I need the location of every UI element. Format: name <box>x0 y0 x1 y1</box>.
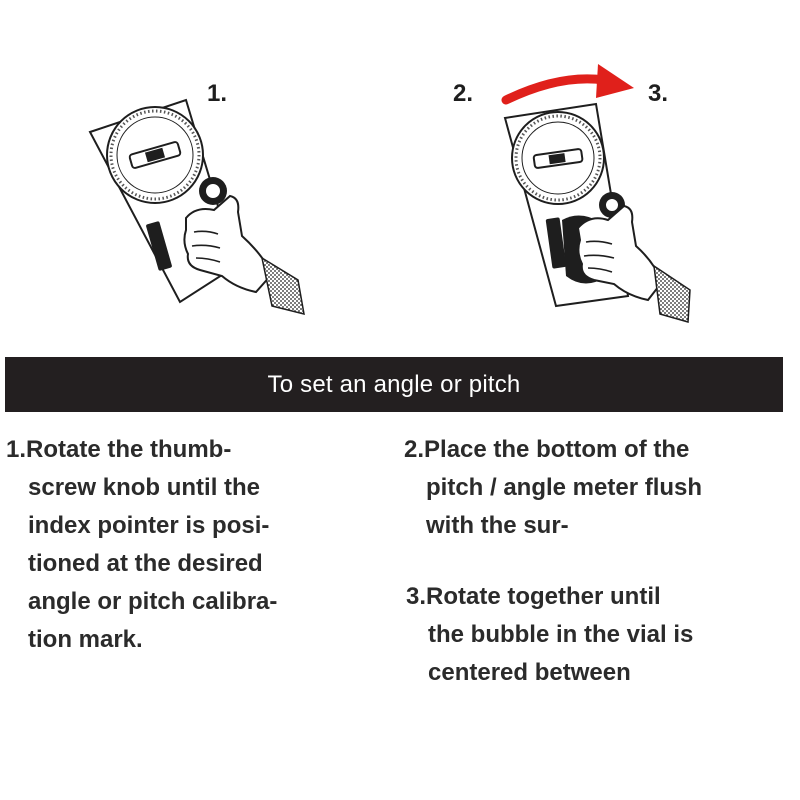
banner-title: To set an angle or pitch <box>267 370 521 398</box>
step3-line: the bubble in the vial is <box>428 621 694 648</box>
step1-line: index pointer is posi- <box>28 512 270 539</box>
step3-line: centered between <box>428 659 631 686</box>
step3-line: 3.Rotate together until <box>406 583 661 610</box>
step2-line: with the sur- <box>426 512 569 539</box>
step2-line: 2.Place the bottom of the <box>404 436 690 463</box>
instruction-step-3: 3.Rotate together until the bubble in th… <box>406 578 693 692</box>
instruction-step-1: 1.Rotate the thumb- screw knob until the… <box>6 431 277 659</box>
step-number-1: 1. <box>207 80 228 107</box>
step1-line: tion mark. <box>28 626 143 653</box>
section-banner: To set an angle or pitch <box>5 357 783 412</box>
step1-line: 1.Rotate the thumb- <box>6 436 232 463</box>
step2-line: pitch / angle meter flush <box>426 474 703 501</box>
step1-line: screw knob until the <box>28 474 261 501</box>
step1-line: tioned at the desired <box>28 550 263 577</box>
step-number-2: 2. <box>453 80 474 107</box>
instruction-step-2: 2.Place the bottom of the pitch / angle … <box>404 431 702 545</box>
step-number-3: 3. <box>648 80 669 107</box>
step1-line: angle or pitch calibra- <box>28 588 278 615</box>
